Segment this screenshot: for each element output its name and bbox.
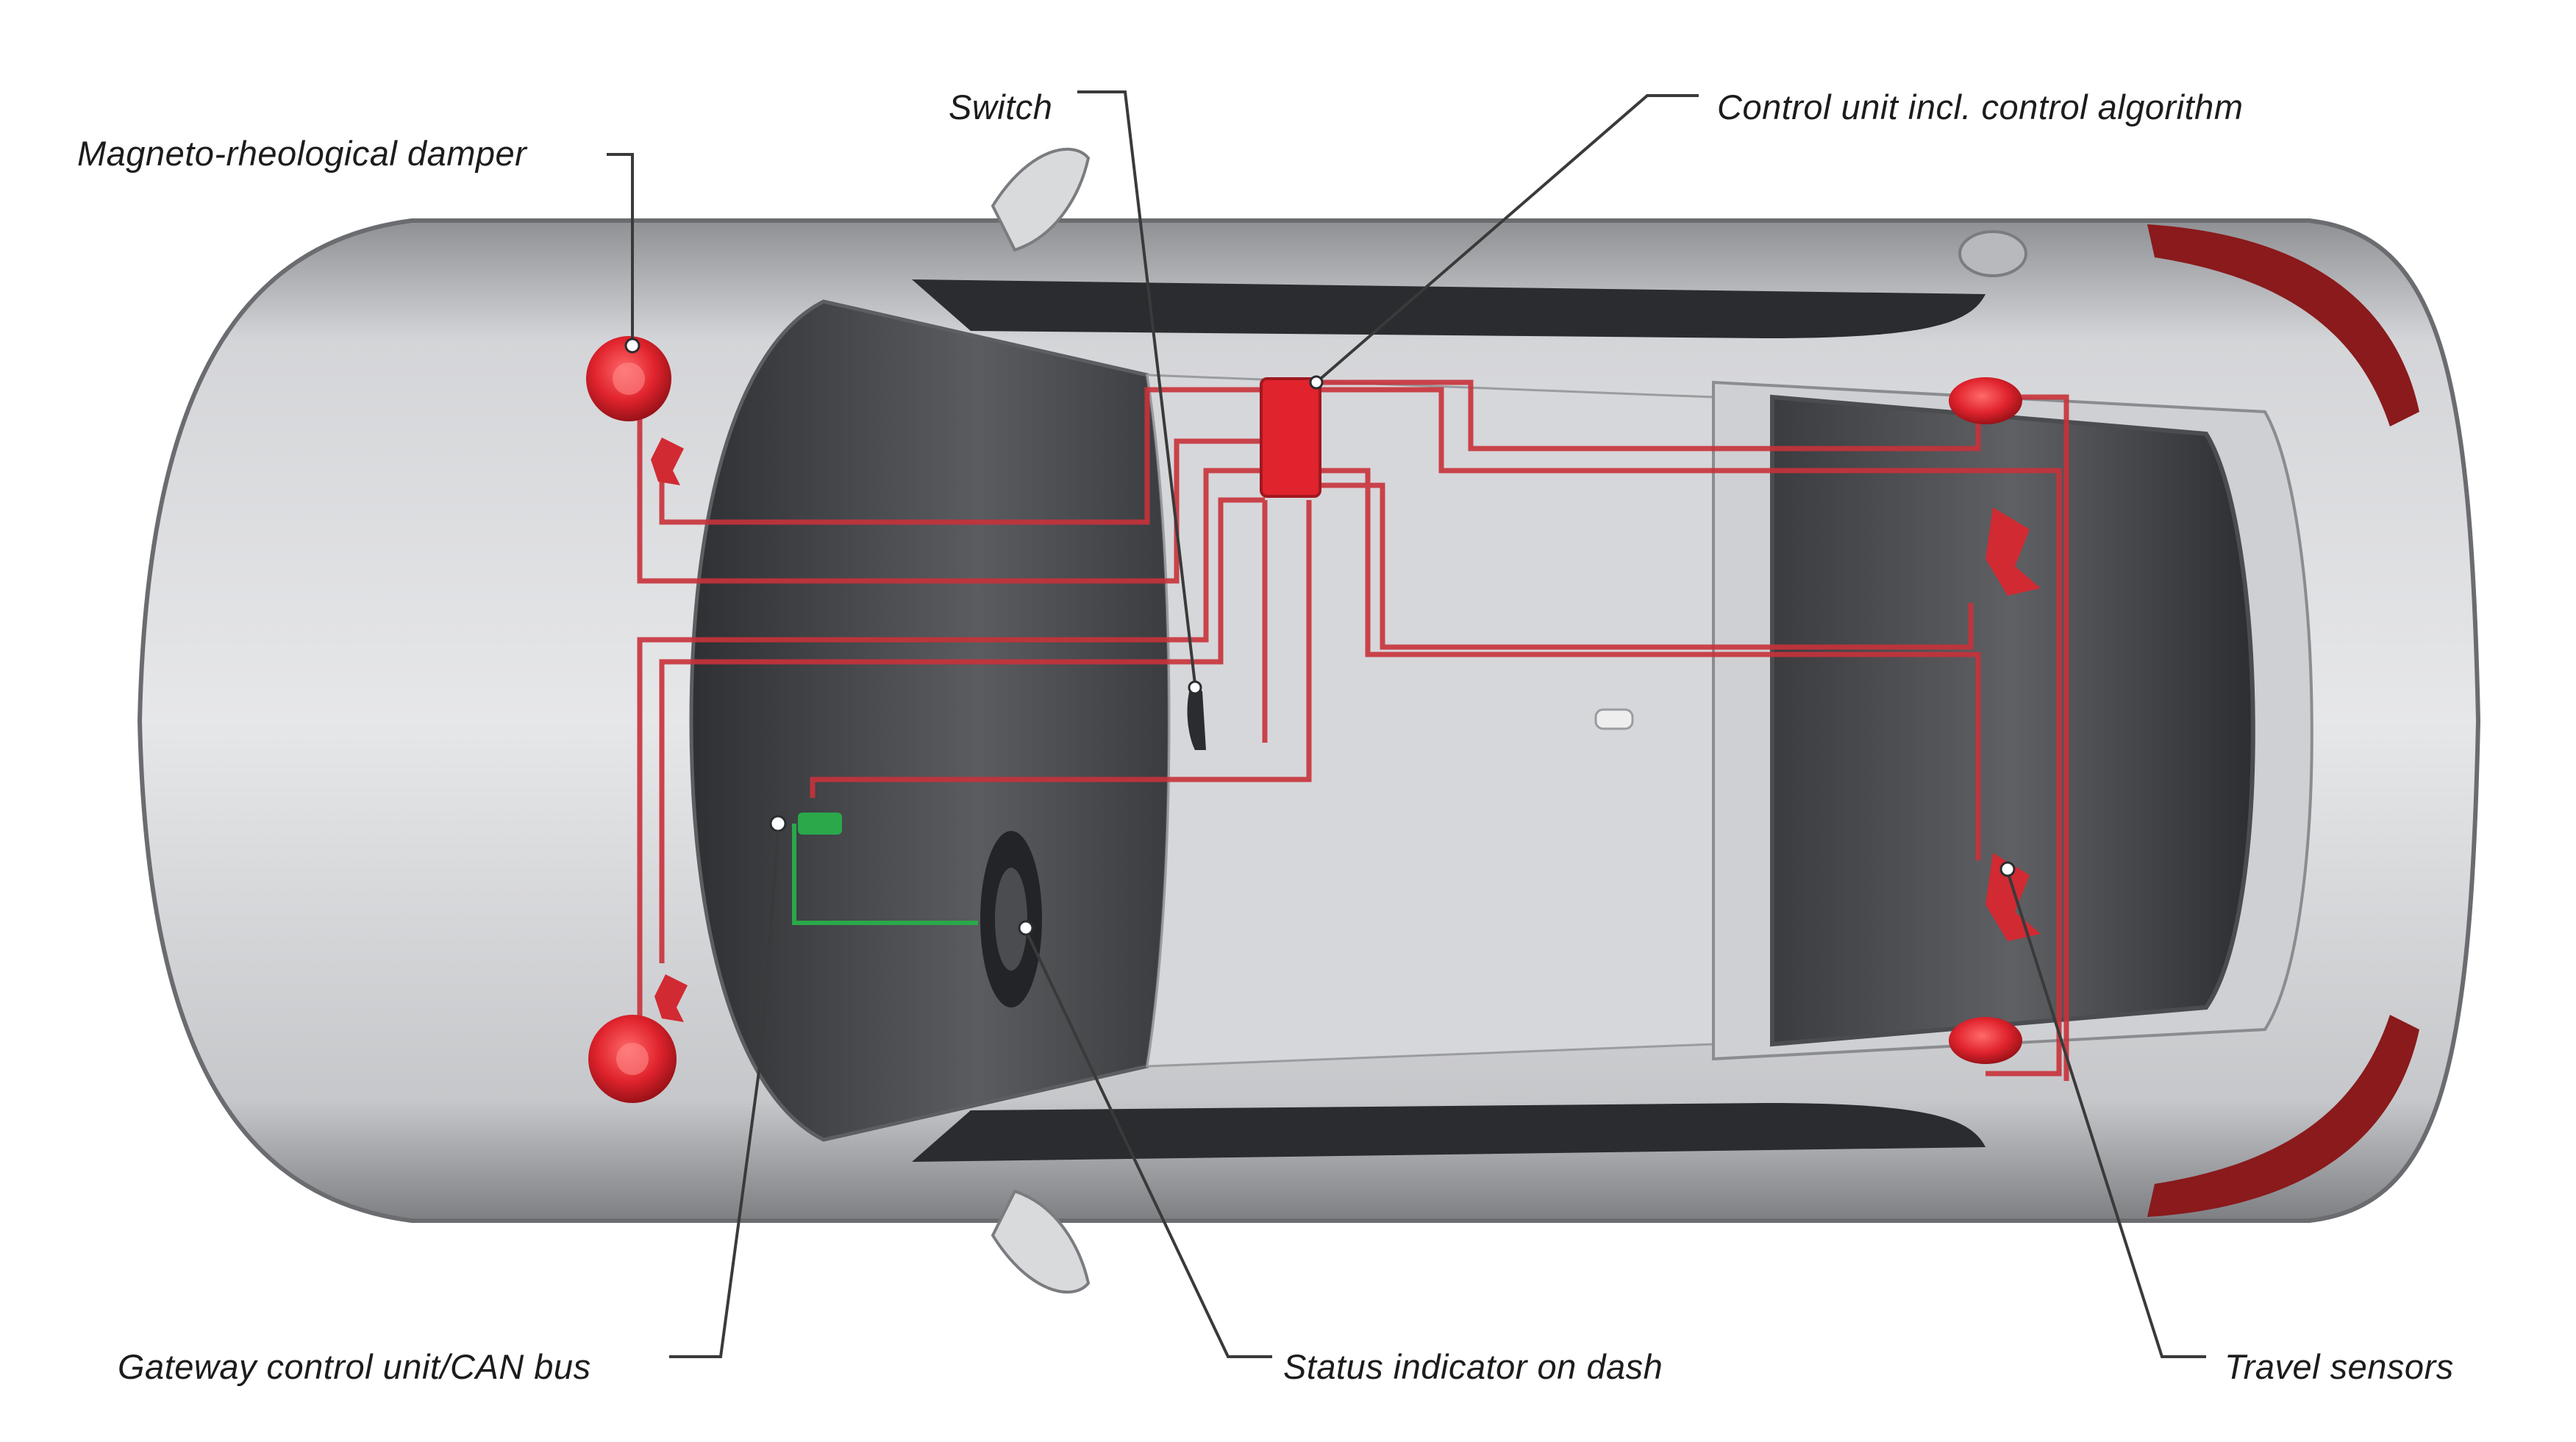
control-unit-box bbox=[1260, 377, 1321, 498]
label-switch: Switch bbox=[949, 88, 1053, 126]
switch-component bbox=[1187, 684, 1206, 750]
leader-endpoints bbox=[624, 338, 2016, 936]
label-gateway: Gateway control unit/CAN bus bbox=[118, 1347, 591, 1386]
leader-lines bbox=[607, 90, 2206, 1358]
damper-front-bottom bbox=[588, 1015, 677, 1103]
damper-front-top bbox=[586, 336, 671, 421]
label-magneto-damper: Magneto-rheological damper bbox=[77, 134, 527, 173]
label-travel-sensors: Travel sensors bbox=[2224, 1347, 2454, 1386]
travel-sensor-front-bottom bbox=[654, 974, 688, 1022]
label-control-unit: Control unit incl. control algorithm bbox=[1717, 88, 2244, 126]
wiring-harness bbox=[637, 379, 2069, 1081]
travel-sensor-front-top bbox=[651, 438, 684, 485]
damper-rear-top bbox=[1949, 377, 2022, 424]
damper-rear-bottom bbox=[1949, 1017, 2022, 1064]
travel-sensor-rear-top bbox=[1985, 507, 2041, 596]
can-bus-line bbox=[792, 824, 978, 925]
gateway-control-unit bbox=[769, 813, 842, 835]
label-status-indicator: Status indicator on dash bbox=[1283, 1347, 1663, 1386]
travel-sensor-rear-bottom bbox=[1985, 853, 2041, 941]
